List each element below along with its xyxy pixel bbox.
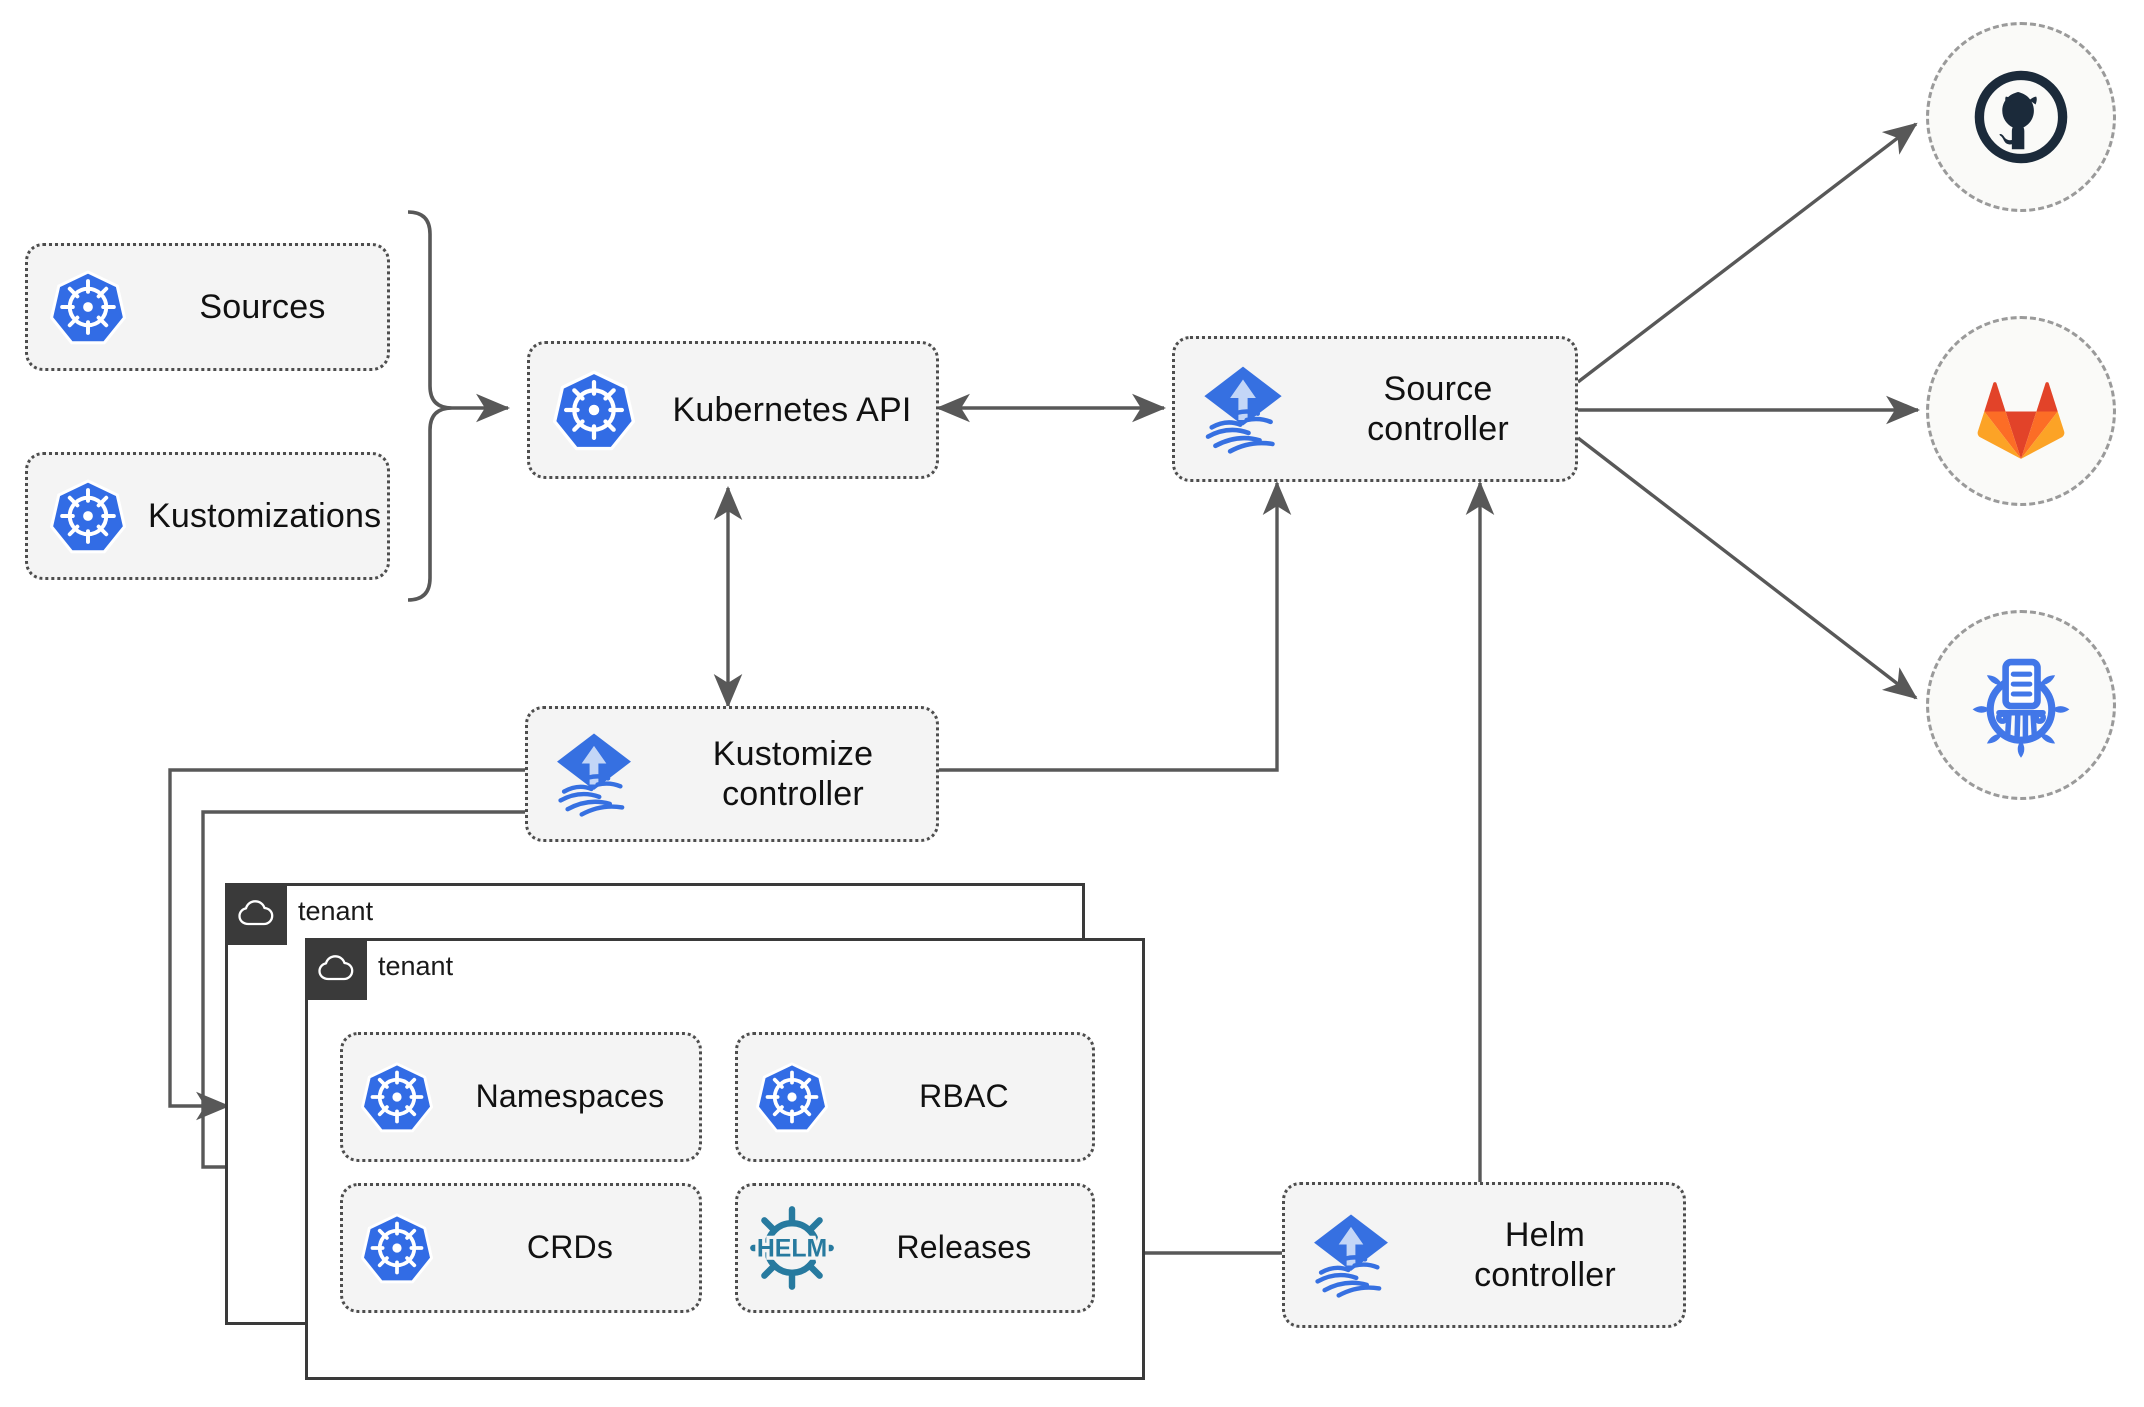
node-label: Source controller — [1311, 369, 1575, 449]
helm-wordmark: HELM — [757, 1235, 827, 1262]
node-rbac[interactable]: RBAC — [735, 1032, 1095, 1162]
node-label-line2: controller — [722, 775, 864, 813]
kubernetes-icon — [28, 269, 148, 345]
kubernetes-icon — [738, 1061, 846, 1133]
node-label-line2: controller — [1474, 1256, 1616, 1294]
tenant-label: tenant — [378, 951, 454, 981]
arrow-source-controller-to-github — [1576, 122, 1918, 384]
helm-repo-icon — [1972, 658, 2070, 758]
node-label: Kustomizations — [148, 496, 382, 535]
cloud-icon — [225, 883, 287, 945]
node-label-line1: Source — [1383, 369, 1493, 408]
flux-icon — [1175, 363, 1311, 455]
repo-circle-github[interactable] — [1926, 22, 2116, 212]
node-sources[interactable]: Sources — [25, 243, 390, 371]
github-icon — [1974, 70, 2068, 164]
helm-icon: HELM — [738, 1202, 846, 1294]
cloud-icon — [305, 938, 367, 1000]
kubernetes-icon — [530, 369, 658, 451]
flux-icon — [1285, 1211, 1417, 1299]
tenant-label: tenant — [298, 896, 374, 926]
kubernetes-icon — [343, 1061, 451, 1133]
arrow-source-controller-to-helm-repo — [1576, 436, 1918, 700]
flux-icon — [528, 730, 660, 818]
kubernetes-icon — [343, 1212, 451, 1284]
node-label-line2: controller — [1367, 410, 1509, 448]
node-helm-controller[interactable]: Helm controller — [1282, 1182, 1686, 1328]
node-crds[interactable]: CRDs — [340, 1183, 702, 1313]
arrow-kustomize-controller-to-tenant-1 — [168, 768, 525, 1121]
node-label: Releases — [896, 1229, 1032, 1266]
kubernetes-icon — [28, 478, 148, 554]
node-label-line1: Kustomize — [712, 734, 874, 773]
node-label: Kustomize controller — [660, 734, 936, 814]
node-label: RBAC — [919, 1078, 1009, 1115]
group-brace — [407, 210, 453, 602]
repo-circle-helm-repo[interactable] — [1926, 610, 2116, 800]
node-label: CRDs — [526, 1229, 614, 1266]
node-namespaces[interactable]: Namespaces — [340, 1032, 702, 1162]
gitlab-icon — [1977, 382, 2065, 459]
node-label: Sources — [199, 287, 326, 326]
node-source-controller[interactable]: Source controller — [1172, 336, 1578, 482]
node-label: Namespaces — [475, 1078, 665, 1115]
node-kustomizations[interactable]: Kustomizations — [25, 452, 390, 580]
node-label: Helm controller — [1417, 1215, 1683, 1295]
node-label-line1: Helm — [1504, 1215, 1586, 1254]
node-kubernetes-api[interactable]: Kubernetes API — [527, 341, 939, 479]
repo-circle-gitlab[interactable] — [1926, 316, 2116, 506]
node-releases[interactable]: HELM Releases — [735, 1183, 1095, 1313]
arrow-kustomize-controller-to-source-controller — [938, 480, 1292, 772]
node-kustomize-controller[interactable]: Kustomize controller — [525, 706, 939, 842]
node-label: Kubernetes API — [672, 390, 912, 429]
